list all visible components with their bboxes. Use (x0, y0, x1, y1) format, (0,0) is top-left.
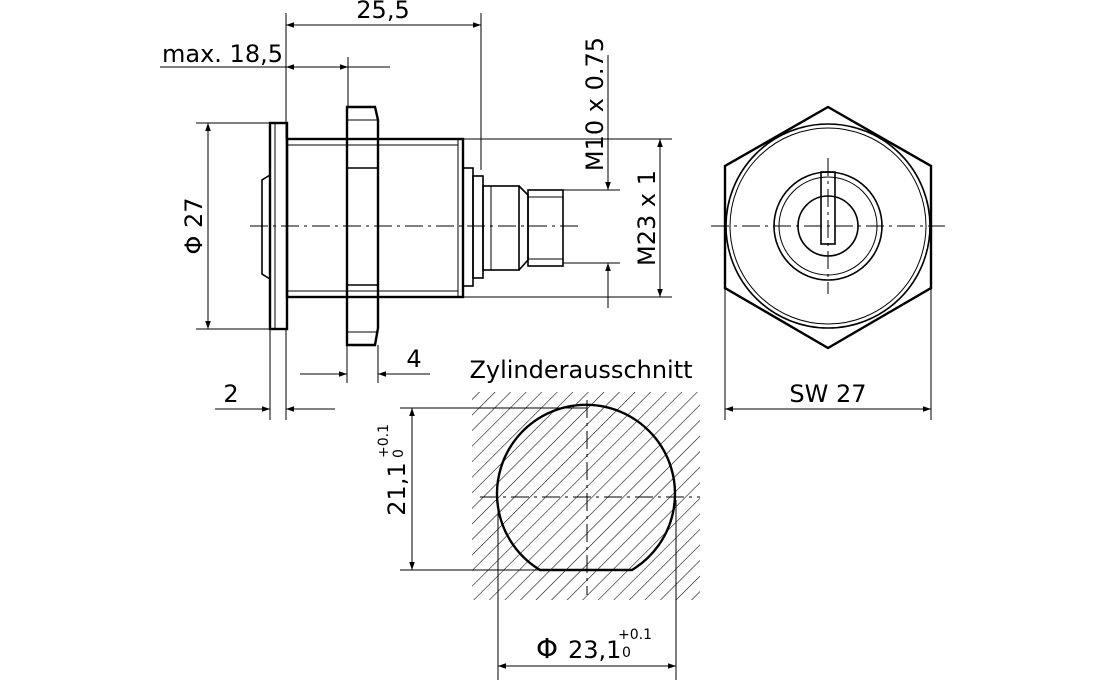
max-length-label: max. 18,5 (162, 40, 283, 68)
wrench-size-label: SW 27 (789, 380, 866, 408)
section-title: Zylinderausschnitt (469, 356, 692, 384)
thread-m10-label: M10 x 0.75 (581, 37, 609, 171)
cutout-diameter-tol-lower: 0 (622, 645, 631, 661)
cutout-diameter-tol-upper: +0.1 (618, 627, 652, 643)
cutout-profile (495, 403, 677, 572)
cutout-diameter-label: 23,1 (568, 636, 621, 664)
body-cylinder (285, 137, 465, 299)
flange-thickness-label: 2 (223, 380, 238, 408)
cutout-height-tol-lower: 0 (391, 449, 407, 458)
cutout-diameter-symbol: Φ (536, 632, 558, 665)
cylinder-cutout-view: Zylinderausschnitt 21,1 +0.1 0 Φ 23,1 +0… (376, 356, 700, 680)
overall-length-label: 25,5 (356, 0, 409, 24)
threaded-stud (527, 189, 564, 267)
hex-outline (723, 105, 933, 350)
side-view: 25,5 max. 18,5 Φ 27 M10 x 0.75 M23 x 1 4… (160, 0, 672, 420)
cutout-height-tol-upper: +0.1 (376, 424, 392, 458)
thread-m23-label: M23 x 1 (633, 170, 661, 266)
cutout-height-label: 21,1 (383, 462, 411, 515)
nut-thickness-label: 4 (406, 345, 421, 373)
flange-diameter-label: Φ 27 (180, 197, 208, 254)
front-view: SW 27 (711, 105, 945, 420)
